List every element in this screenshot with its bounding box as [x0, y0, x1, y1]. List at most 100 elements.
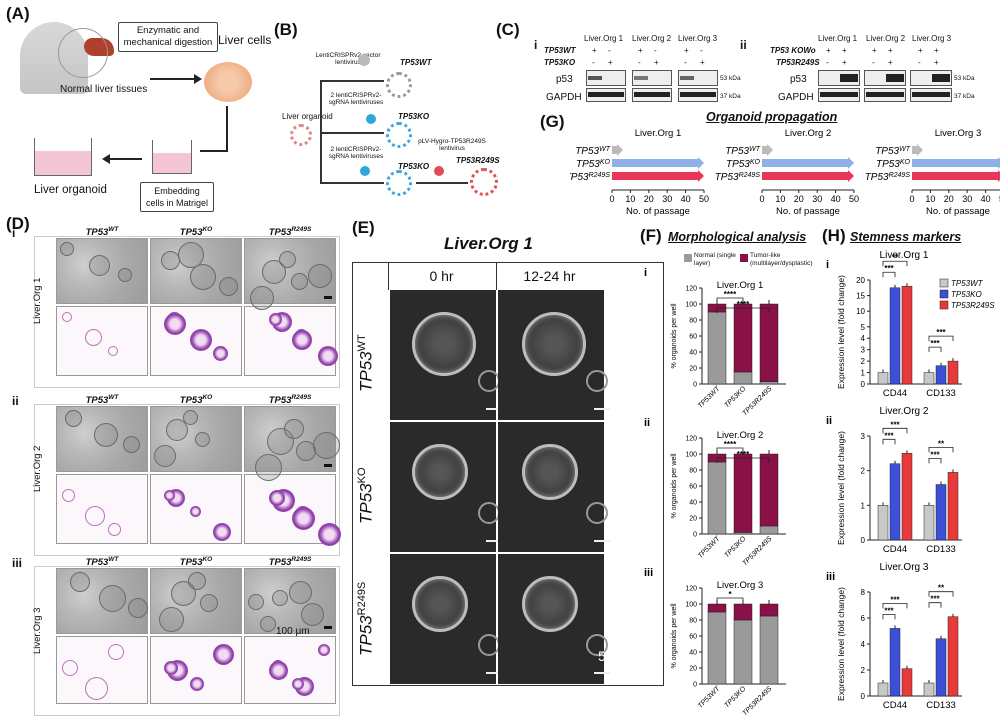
e-title: Liver.Org 1: [444, 234, 533, 253]
f-bar-segment: [707, 311, 727, 385]
c-right-sign: -: [872, 58, 875, 67]
c-left-blot-p53-2: [632, 70, 672, 86]
g-title: Organoid propagation: [706, 110, 838, 124]
d-organoid-blob: [108, 523, 121, 536]
d-organoid-blob: [190, 677, 204, 691]
d-bf-organoid: [188, 572, 206, 590]
b-ko1-label: TP53KO: [398, 112, 430, 121]
c-right-gband-2: [866, 92, 904, 97]
f-ytick-label: 0: [693, 532, 697, 539]
e-row-label: TP53R249S: [356, 581, 376, 656]
h-ytick-label: 10: [856, 307, 865, 316]
h-legend-label: TP53WT: [951, 279, 984, 288]
h-ytick-label: 0: [861, 380, 866, 389]
virus-icon: [358, 54, 370, 66]
d-organoid-blob: [269, 490, 285, 506]
f-ytick-label: 20: [689, 666, 697, 673]
e-organoid: [412, 576, 468, 632]
f-ytick-label: 40: [689, 500, 697, 507]
panel-c-label: (C): [496, 20, 520, 39]
c-right-row-1: TP53 KOWo: [770, 46, 816, 55]
g-bar-head: [848, 157, 854, 169]
h-ytick-label: 1: [861, 501, 866, 510]
h-sig-label: ***: [890, 420, 900, 429]
c-left-kda-53: 53 kDa: [720, 75, 741, 82]
magnifier-circle: [58, 28, 108, 78]
h-sig-label: ***: [890, 595, 900, 604]
f-xtick-label: TP53WT: [697, 685, 722, 710]
c-left-sign: +: [654, 58, 659, 67]
h-bar: [901, 453, 913, 541]
f-sig-label: ****: [724, 290, 737, 299]
e-row-label: TP53WT: [356, 334, 376, 392]
c-left-sign: -: [654, 46, 657, 55]
g-tick-label: 0: [909, 194, 914, 204]
h-sub-label: iii: [826, 571, 835, 583]
c-left-sign: -: [684, 58, 687, 67]
f-bar-segment: [733, 303, 753, 373]
d-bf-organoid: [89, 255, 110, 276]
e-small-organoid: [478, 634, 500, 656]
h-sig-bracket: [928, 458, 942, 464]
c-right-sign: +: [842, 58, 847, 67]
h-ytick-label: 2: [861, 357, 866, 366]
h-legend-swatch: [939, 289, 949, 299]
g-bar-head: [617, 144, 624, 156]
organoid-ko2-icon: [386, 170, 412, 196]
d-bf-organoid: [190, 264, 216, 290]
d-sub-label: iii: [12, 556, 23, 570]
d-col-header: TP53WT: [85, 556, 119, 569]
f-ytick-label: 40: [689, 650, 697, 657]
c-right-sign: +: [934, 58, 939, 67]
h-sub-label: i: [826, 259, 829, 271]
g-row-label: TP53WT: [725, 146, 761, 157]
h-ylabel: Expression level (fold change): [836, 431, 846, 545]
d-col-header: TP53R249S: [268, 394, 312, 407]
g-tick-label: 30: [662, 194, 672, 204]
c-left-sign: +: [638, 46, 643, 55]
c-right-gband-1: [820, 92, 858, 97]
b-branch-2: [320, 132, 384, 134]
h-ylabel: Expression level (fold change): [836, 587, 846, 701]
f-sig-label: *: [728, 590, 732, 599]
f-bar-segment: [759, 303, 779, 382]
h-sig-label: ***: [884, 606, 894, 615]
d-organoid-blob: [85, 329, 102, 346]
h-bar: [935, 365, 947, 385]
f-bar-segment: [759, 381, 779, 385]
d-block-frame: [34, 236, 340, 388]
g-org-title: Liver.Org 1: [635, 128, 681, 139]
d-bf-organoid: [272, 590, 288, 606]
c-right-gband-3: [912, 92, 950, 97]
g-bar: [762, 146, 768, 154]
b-trunk-line: [320, 80, 322, 182]
g-row-label: TP53WT: [875, 146, 911, 157]
g-org-title: Liver.Org 2: [785, 128, 831, 139]
g-bar: [612, 172, 698, 180]
h-sig-label: ***: [884, 264, 894, 273]
g-tick-label: 30: [962, 194, 972, 204]
c-right-protein-p53: p53: [790, 74, 807, 85]
f-xtick-label: TP53KO: [723, 385, 747, 409]
panel-g-label: (G): [540, 112, 565, 131]
e-organoid: [412, 312, 476, 376]
d-bf-organoid: [279, 251, 296, 268]
liver-cells-icon: [204, 62, 252, 102]
arrowhead-icon: [194, 74, 202, 84]
h-ytick-label: 3: [861, 346, 866, 355]
d-row-label: Liver.Org 2: [32, 445, 43, 492]
f-bar-segment: [707, 603, 727, 613]
f-bar-segment: [759, 615, 779, 685]
c-left-col-3: Liver.Org 3: [678, 34, 718, 43]
g-bar: [612, 146, 618, 154]
c-left-kda-37: 37 kDa: [720, 93, 741, 100]
g-xlabel: No. of passage: [926, 206, 990, 217]
h-ytick-label: 0: [861, 536, 866, 545]
g-xlabel: No. of passage: [626, 206, 690, 217]
c-left-col-1: Liver.Org 1: [584, 34, 624, 43]
h-sig-bracket: [882, 614, 896, 620]
d-col-header: TP53R249S: [268, 556, 312, 569]
g-bar-head: [998, 157, 1000, 169]
h-bar: [935, 484, 947, 541]
